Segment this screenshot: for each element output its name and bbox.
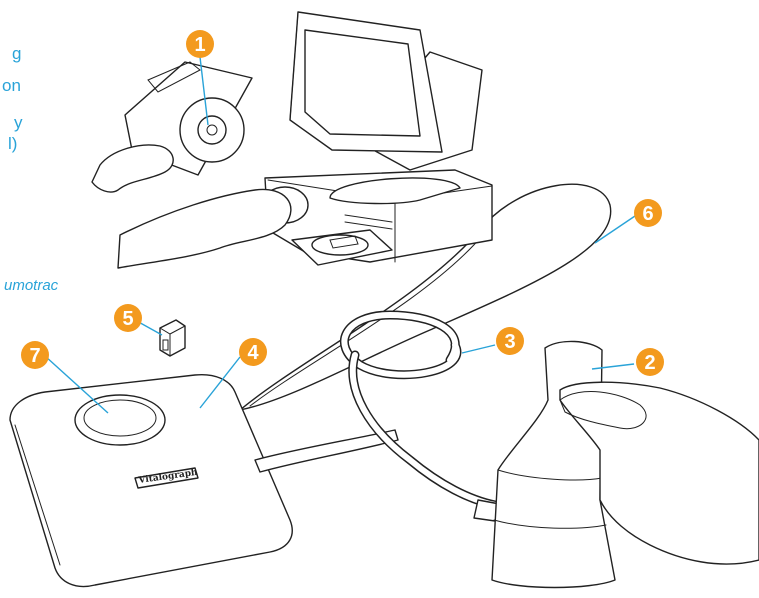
callout-number-3: 3 — [504, 331, 515, 353]
callout-number-6: 6 — [642, 203, 653, 225]
callout-number-4: 4 — [247, 342, 259, 364]
callout-badge-2: 2 — [636, 348, 664, 376]
callout-number-2: 2 — [644, 352, 655, 374]
hand-on-mouse — [118, 187, 308, 268]
callout-number-1: 1 — [194, 34, 205, 56]
callout-badge-7: 7 — [21, 341, 49, 369]
callout-number-5: 5 — [122, 308, 133, 330]
hand-holding-cd — [92, 145, 173, 192]
mouthpiece-adapter — [160, 320, 185, 356]
callout-badge-4: 4 — [239, 338, 267, 366]
callout-badge-1: 1 — [186, 30, 214, 58]
cradle-cable — [255, 430, 398, 472]
callout-number-7: 7 — [29, 345, 40, 367]
leader-line-3 — [462, 345, 495, 353]
callout-badge-6: 6 — [634, 199, 662, 227]
callout-badge-5: 5 — [114, 304, 142, 332]
callout-badge-3: 3 — [496, 327, 524, 355]
handheld-spirometer — [492, 341, 615, 587]
